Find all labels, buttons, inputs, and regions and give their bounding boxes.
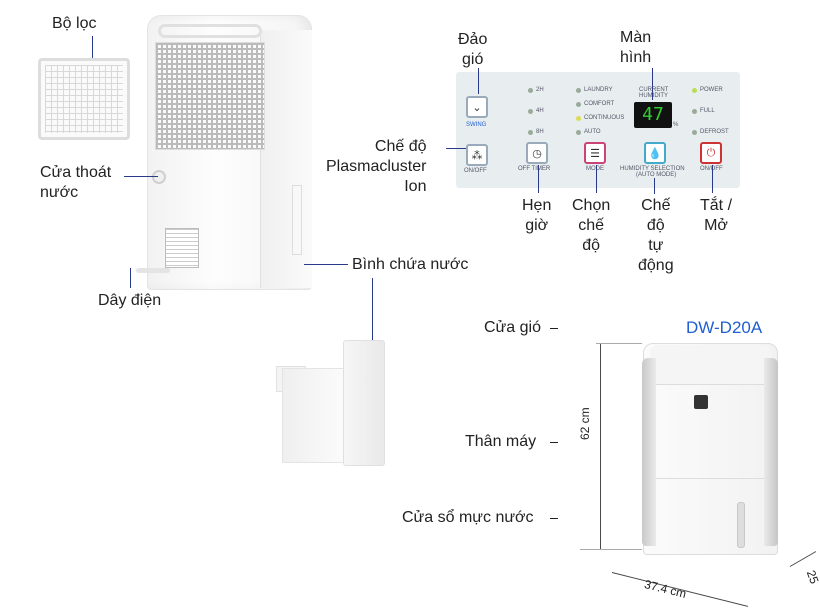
plasmacluster-icon: ⁂ [471,149,483,162]
water-tank-label: Bình chứa nước [352,256,469,273]
body-label: Thân máy [465,433,537,450]
control-panel: ⌄ SWING ⁂ ON/OFF 2H 4H 8H ◷ OFF TIMER LA… [456,72,740,188]
model-name: DW-D20A [686,318,763,337]
power-icon: ⏻ [706,146,716,159]
drain-label: Cửa thoát nước [40,164,112,201]
onoff-label: Tắt / Mở [700,197,733,234]
humidity-display: 47 [634,102,672,128]
plasmacluster-label: Chế độ Plasmacluster Ion [326,138,427,195]
clock-icon: ◷ [532,147,542,160]
water-level-window [737,502,745,548]
mode-label: Chọn chế độ [572,197,611,254]
ion-button[interactable]: ⁂ [466,144,488,166]
swing-label: Đảo gió [458,31,488,68]
menu-icon: ☰ [590,147,600,160]
water-tank-image [282,368,344,463]
filter-image [38,58,130,140]
swing-icon: ⌄ [472,101,482,114]
humidity-button[interactable]: 💧 [644,142,666,164]
air-outlet-label: Cửa gió [484,319,541,336]
auto-mode-label: Chế độ tự động [638,197,674,274]
droplet-icon: 💧 [648,147,662,160]
filter-label: Bộ lọc [52,15,97,32]
rating-label [165,228,199,268]
brand-logo [694,395,708,409]
width-dimension: 37.4 cm [642,577,688,601]
screen-label: Màn hình [620,29,652,66]
power-button[interactable]: ⏻ [700,142,722,164]
power-cord-label: Dây điện [98,292,162,309]
mode-button[interactable]: ☰ [584,142,606,164]
swing-button[interactable]: ⌄ [466,96,488,118]
height-dimension: 62 cm [578,407,592,440]
timer-label: Hẹn giờ [522,197,552,234]
depth-dimension: 25 [803,568,820,586]
drain-port [152,170,166,184]
rear-grille [155,42,265,150]
timer-button[interactable]: ◷ [526,142,548,164]
water-level-label: Cửa sổ mực nước [402,509,534,526]
power-cord [136,268,170,273]
